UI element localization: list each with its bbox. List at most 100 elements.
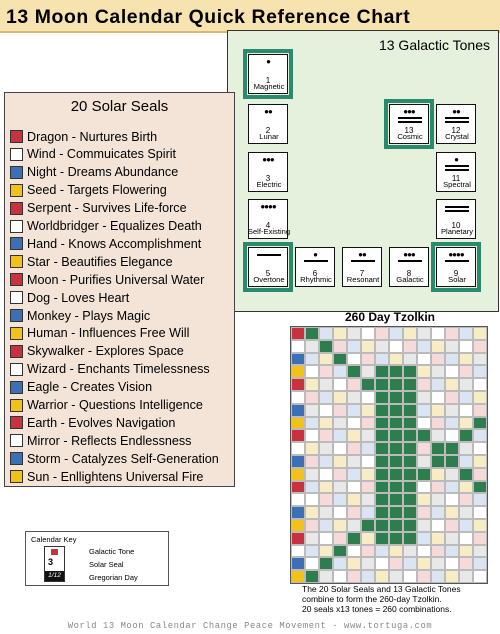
tzolkin-note-line3: 20 seals x13 tones = 260 combinations.	[302, 604, 452, 614]
seal-label: Worldbridger - Equalizes Death	[27, 219, 202, 233]
tone-name: Overtone	[253, 275, 285, 284]
seal-label: Human - Influences Free Will	[27, 326, 190, 341]
tzolkin-cell	[403, 531, 417, 545]
tzolkin-cell	[375, 506, 389, 519]
tzolkin-cell	[417, 493, 431, 507]
tzolkin-grid	[290, 326, 488, 584]
seal-label: Moon - Purifies Universal Water	[27, 272, 205, 287]
tzolkin-cell	[459, 506, 473, 519]
tzolkin-cell	[305, 544, 319, 558]
seal-glyph-icon	[10, 273, 23, 287]
tzolkin-cell	[417, 378, 431, 391]
tzolkin-cell	[459, 467, 473, 481]
tzolkin-cell	[333, 557, 347, 571]
tone-number: 5	[265, 269, 271, 278]
tone-number: 3	[265, 174, 271, 183]
tzolkin-cell	[473, 416, 487, 430]
tzolkin-cell	[445, 339, 459, 353]
tzolkin-cell	[473, 339, 487, 353]
tzolkin-cell	[403, 467, 417, 481]
tzolkin-cell	[291, 467, 305, 481]
tzolkin-cell	[319, 519, 333, 532]
tzolkin-cell	[305, 531, 319, 545]
tzolkin-cell	[291, 544, 305, 558]
calendar-key: Calendar Key 3 1/12 Galactic Tone Solar …	[25, 531, 169, 586]
tzolkin-cell	[473, 365, 487, 379]
tone-name: Galactic	[396, 275, 424, 284]
seal-row: Warrior - Questions Intelligence	[10, 397, 203, 414]
tone-dots: ●●	[452, 107, 461, 116]
tzolkin-cell	[361, 506, 375, 519]
tzolkin-cell	[431, 557, 445, 571]
tzolkin-cell	[375, 467, 389, 481]
tzolkin-cell	[375, 531, 389, 545]
tzolkin-cell	[347, 416, 361, 430]
tzolkin-cell	[445, 391, 459, 404]
tzolkin-cell	[459, 480, 473, 494]
tzolkin-cell	[361, 570, 375, 583]
tzolkin-cell	[347, 570, 361, 583]
tzolkin-cell	[305, 557, 319, 571]
tzolkin-cell	[459, 557, 473, 571]
tzolkin-cell	[375, 557, 389, 571]
tzolkin-cell	[291, 455, 305, 468]
tzolkin-cell	[473, 544, 487, 558]
tzolkin-cell	[375, 493, 389, 507]
tzolkin-cell	[459, 531, 473, 545]
tzolkin-cell	[333, 378, 347, 391]
tzolkin-cell	[473, 352, 487, 366]
tzolkin-cell	[333, 327, 347, 340]
tzolkin-cell	[417, 339, 431, 353]
tzolkin-cell	[459, 455, 473, 468]
tzolkin-cell	[431, 493, 445, 507]
tzolkin-cell	[459, 544, 473, 558]
tzolkin-cell	[305, 327, 319, 340]
seal-glyph-icon	[10, 130, 23, 143]
tone-dots: ●●●●	[260, 202, 276, 211]
tzolkin-title: 260 Day Tzolkin	[344, 310, 436, 324]
tzolkin-cell	[375, 416, 389, 430]
tzolkin-cell	[431, 365, 445, 379]
tzolkin-cell	[417, 467, 431, 481]
tzolkin-cell	[333, 455, 347, 468]
tone-number: 8	[406, 269, 412, 278]
tone-bars	[304, 260, 328, 264]
tzolkin-cell	[291, 480, 305, 494]
tzolkin-cell	[319, 467, 333, 481]
tzolkin-cell	[319, 480, 333, 494]
tzolkin-cell	[319, 352, 333, 366]
tzolkin-cell	[347, 352, 361, 366]
seal-label: Dragon - Nurtures Birth	[27, 129, 158, 144]
tone-dots: ●	[454, 155, 459, 164]
tzolkin-cell	[473, 378, 487, 391]
tzolkin-cell	[473, 391, 487, 404]
tzolkin-cell	[459, 519, 473, 532]
tzolkin-cell	[361, 557, 375, 571]
tzolkin-cell	[319, 365, 333, 379]
tzolkin-cell	[361, 544, 375, 558]
tzolkin-cell	[459, 416, 473, 430]
tzolkin-cell	[473, 429, 487, 443]
tzolkin-cell	[291, 557, 305, 571]
tzolkin-cell	[445, 570, 459, 583]
tzolkin-cell	[417, 365, 431, 379]
seal-glyph-icon	[10, 291, 23, 305]
tone-dots: ●●●	[403, 107, 416, 116]
tzolkin-cell	[333, 403, 347, 417]
tzolkin-cell	[389, 429, 403, 443]
tzolkin-cell	[305, 570, 319, 583]
tzolkin-cell	[361, 416, 375, 430]
tone-name: Solar	[448, 275, 466, 284]
tzolkin-cell	[445, 429, 459, 443]
tzolkin-cell	[431, 442, 445, 455]
seal-glyph-icon	[10, 380, 23, 394]
tzolkin-cell	[291, 378, 305, 391]
tone-name: Rhythmic	[300, 275, 332, 284]
